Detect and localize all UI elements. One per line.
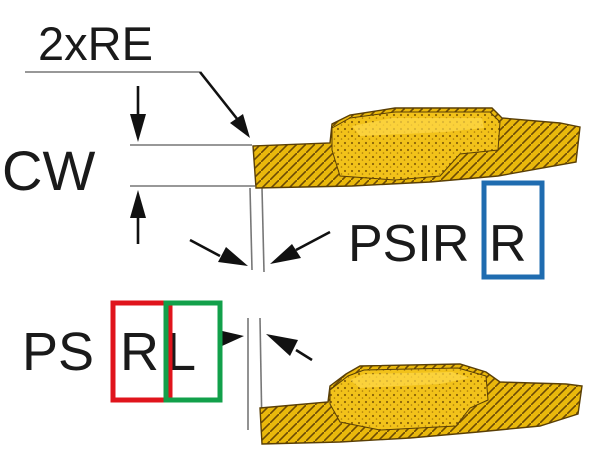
psl-right-arrowhead [266,334,298,356]
label-ps-prefix: PS [22,322,94,382]
label-psir-suffix: R [489,215,527,273]
label-psir-prefix: PSIR [348,215,469,273]
cw-top-arrowhead [130,114,146,142]
highlight-boxes [110,180,545,403]
cw-bottom-arrowhead [130,190,146,218]
highlight-box-red [110,300,173,403]
psir-right-arrowhead [270,244,301,264]
psl-left-arrowhead [218,330,244,346]
label-ps-r: R [120,322,159,382]
psl-right-arrow-shaft [295,348,313,362]
top-insert-highlight [352,118,484,136]
psir-right-arrow-shaft [295,230,331,252]
psir-reference-line-right [261,187,265,273]
re-leader-arrow-shaft [198,71,240,121]
bottom-grooving-insert-icon [259,363,583,445]
psir-reference-line-left [249,187,253,271]
label-cutting-width: CW [2,139,95,202]
bottom-insert-highlight [350,372,470,388]
highlight-box-green [163,300,223,403]
re-leader-arrowhead [230,114,250,138]
dimension-arrows [130,71,331,362]
psir-left-arrowhead [218,247,248,266]
dimension-lines [25,71,265,433]
top-grooving-insert-icon [252,107,581,189]
highlight-box-blue [481,180,545,280]
psir-left-arrow-shaft [189,238,221,258]
label-corner-radius: 2xRE [38,17,153,70]
